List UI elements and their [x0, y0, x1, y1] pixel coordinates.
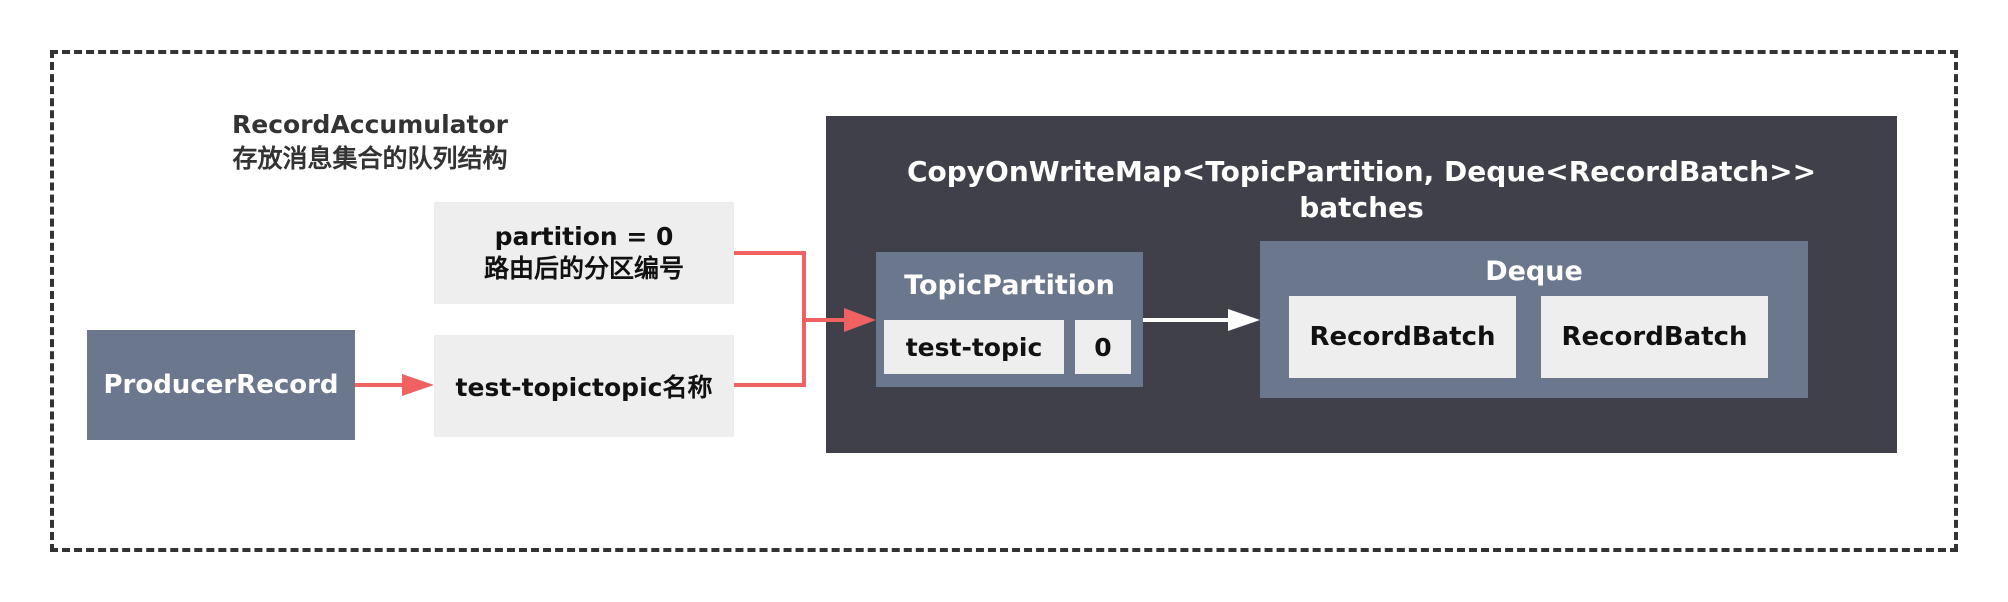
topic-name-box: test-topictopic名称 [434, 335, 734, 437]
record-batch-1-label: RecordBatch [1309, 322, 1496, 352]
producer-to-topic-arrowhead [402, 374, 434, 396]
deque-label: Deque [1485, 256, 1583, 287]
record-batch-2-label: RecordBatch [1561, 322, 1748, 352]
batches-map-title-line2: batches [1299, 191, 1424, 224]
partition-box: partition = 0 路由后的分区编号 [434, 202, 734, 304]
partition-line1: partition = 0 [494, 222, 674, 251]
producer-record-label: ProducerRecord [103, 370, 339, 400]
partition-line2: 路由后的分区编号 [483, 254, 684, 283]
producer-record-box: ProducerRecord [87, 330, 355, 440]
batches-map-title: CopyOnWriteMap<TopicPartition, Deque<Rec… [826, 154, 1897, 226]
record-batch-1: RecordBatch [1289, 296, 1516, 378]
topicpartition-arrowhead [844, 308, 876, 332]
record-batch-2: RecordBatch [1541, 296, 1768, 378]
topic-partition-label: TopicPartition [904, 270, 1115, 301]
accumulator-title-line1: RecordAccumulator [232, 110, 508, 139]
topicpartition-to-deque-arrowhead [1228, 309, 1260, 331]
accumulator-title: RecordAccumulator 存放消息集合的队列结构 [200, 108, 540, 176]
partition-to-topicpartition-connector [734, 251, 846, 322]
topic-partition-topic: test-topic [884, 320, 1064, 374]
topic-name-label: test-topictopic名称 [455, 373, 713, 402]
accumulator-frame [50, 50, 1958, 552]
topic-partition-number-label: 0 [1094, 332, 1112, 362]
topic-to-topicpartition-connector [734, 320, 806, 387]
accumulator-title-line2: 存放消息集合的队列结构 [232, 144, 508, 173]
batches-map-title-line1: CopyOnWriteMap<TopicPartition, Deque<Rec… [906, 155, 1817, 188]
topic-partition-number: 0 [1075, 320, 1131, 374]
topic-partition-topic-label: test-topic [905, 332, 1043, 362]
